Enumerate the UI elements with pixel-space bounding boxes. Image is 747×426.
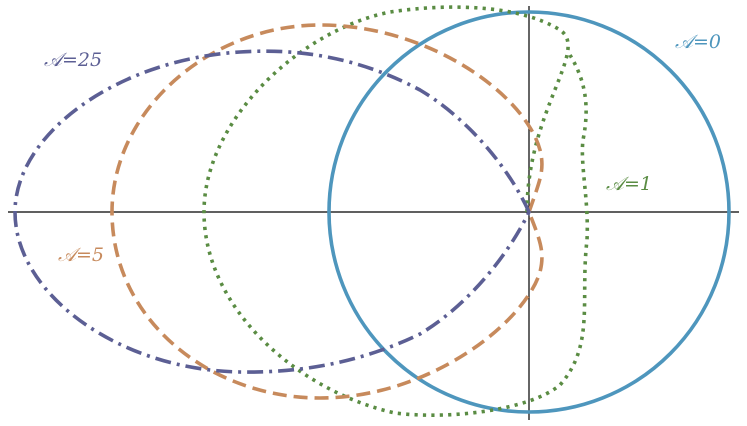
curve-a25 bbox=[13, 49, 531, 374]
curve-a5 bbox=[110, 23, 544, 400]
curve-labels: 𝒜=0 𝒜=1 𝒜=5 𝒜=25 bbox=[44, 31, 721, 266]
curve-a0 bbox=[327, 10, 731, 414]
label-a5: 𝒜=5 bbox=[58, 244, 104, 266]
label-a25: 𝒜=25 bbox=[44, 49, 102, 71]
curve-a1 bbox=[202, 5, 590, 417]
label-a0: 𝒜=0 bbox=[675, 31, 721, 53]
label-a1: 𝒜=1 bbox=[606, 173, 652, 195]
curves bbox=[13, 5, 731, 417]
